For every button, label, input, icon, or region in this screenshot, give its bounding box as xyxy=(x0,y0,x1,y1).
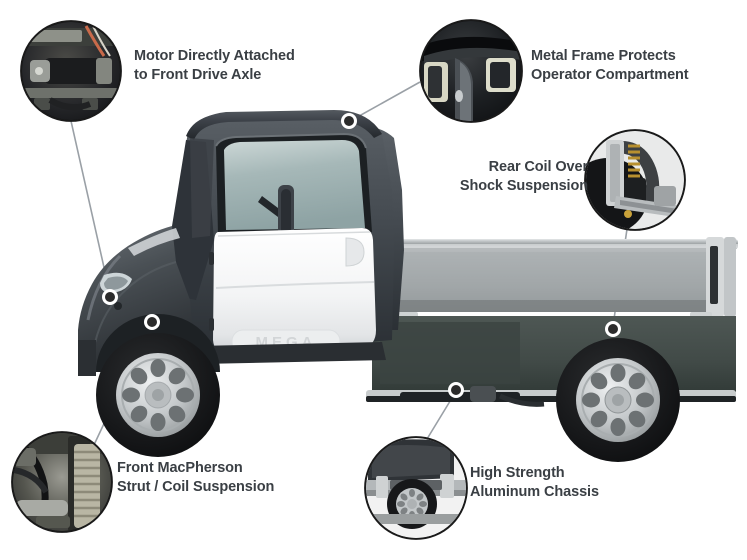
callout-thumb-aluminum-chassis[interactable] xyxy=(364,436,468,540)
marker-front-macpherson[interactable] xyxy=(144,314,160,330)
callout-label-motor: Motor Directly Attached to Front Drive A… xyxy=(134,48,295,83)
rear-wheel xyxy=(556,338,680,462)
motor-front-drive-axle-photo xyxy=(22,22,120,120)
callout-label-metal-frame: Metal Frame Protects Operator Compartmen… xyxy=(531,48,689,83)
marker-metal-frame[interactable] xyxy=(341,113,357,129)
vehicle-body: MEGA xyxy=(78,110,738,462)
callout-thumb-metal-frame[interactable] xyxy=(419,19,523,123)
callout-markers[interactable] xyxy=(102,113,621,398)
callout-thumb-motor[interactable] xyxy=(20,20,122,122)
front-wheel xyxy=(96,333,220,457)
truck-bed xyxy=(366,237,738,402)
callout-thumb-front-macpherson[interactable] xyxy=(11,431,113,533)
marker-aluminum-chassis[interactable] xyxy=(448,382,464,398)
hotspot-thumb-front-macpherson[interactable] xyxy=(12,432,112,532)
marker-rear-coil[interactable] xyxy=(605,321,621,337)
rear-coil-over-shock-suspension-photo xyxy=(586,131,684,229)
high-strength-aluminum-chassis-photo xyxy=(366,438,466,538)
callout-thumb-rear-coil[interactable] xyxy=(568,129,686,234)
callout-label-front-macpherson: Front MacPherson Strut / Coil Suspension xyxy=(117,460,275,495)
cab: MEGA xyxy=(172,110,404,364)
callout-label-aluminum-chassis: High Strength Aluminum Chassis xyxy=(470,465,599,500)
hotspot-thumb-rear-coil[interactable] xyxy=(585,130,685,230)
marker-motor[interactable] xyxy=(102,289,118,305)
hotspot-thumb-motor[interactable] xyxy=(21,21,121,121)
leader-line-motor xyxy=(70,120,111,295)
hotspot-thumb-metal-frame[interactable] xyxy=(420,20,522,122)
leader-line-metal-frame xyxy=(351,81,421,121)
callout-label-rear-coil: Rear Coil Over Shock Suspension xyxy=(459,159,588,194)
hotspot-thumb-aluminum-chassis[interactable] xyxy=(365,437,467,539)
metal-frame-operator-compartment-photo xyxy=(421,21,521,121)
front-macpherson-strut-coil-suspension-photo xyxy=(13,433,111,531)
